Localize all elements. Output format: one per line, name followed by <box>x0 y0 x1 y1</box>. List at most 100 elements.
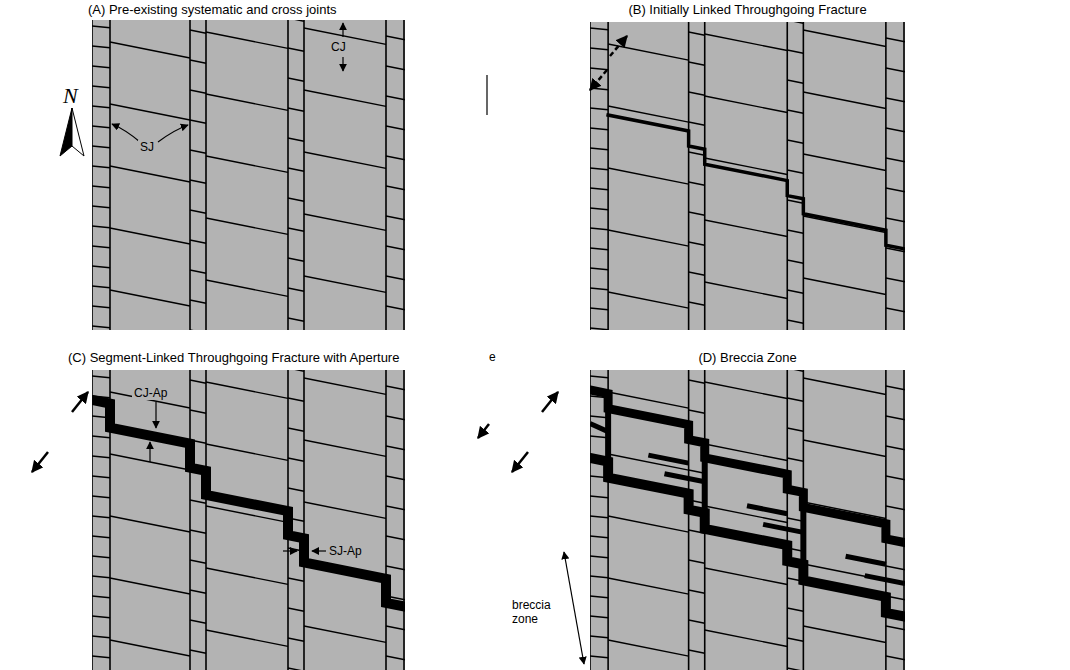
cross-joint <box>787 200 803 203</box>
cross-joint <box>705 96 788 113</box>
systematic-joint <box>189 370 191 670</box>
cross-joint <box>787 668 803 670</box>
cross-joint <box>386 656 405 660</box>
cross-joint <box>288 428 304 431</box>
cross-joint <box>92 106 110 108</box>
joint-panel <box>92 370 405 670</box>
cross-joint <box>92 26 110 28</box>
cross-joint <box>608 454 689 470</box>
systematic-joint <box>205 370 207 670</box>
cross-joint <box>288 78 304 81</box>
cross-joint <box>787 320 803 323</box>
cross-joint <box>92 476 110 478</box>
cross-joint <box>590 128 608 130</box>
aperture-pointer <box>155 402 156 428</box>
cross-joint <box>590 556 608 558</box>
systematic-joint <box>189 20 191 330</box>
cross-joint <box>206 32 288 48</box>
cross-joint <box>110 104 190 120</box>
systematic-joint <box>303 370 305 670</box>
cross-joint <box>689 92 705 95</box>
cross-joint <box>206 94 288 110</box>
cross-joint <box>386 626 405 630</box>
cross-joint <box>206 568 288 584</box>
cross-joint <box>886 158 905 162</box>
systematic-joint <box>607 22 609 330</box>
cross-joint <box>386 536 405 540</box>
cross-joint <box>190 650 206 653</box>
cross-joint <box>787 230 803 233</box>
figure-label: SJ-Ap <box>327 544 364 558</box>
cross-joint <box>886 386 905 390</box>
throughgoing-fracture <box>590 458 905 617</box>
panel-title: (A) Pre-existing systematic and cross jo… <box>88 2 418 18</box>
cross-joint <box>190 300 206 303</box>
cross-joint <box>288 608 304 611</box>
cross-joint <box>190 30 206 33</box>
cross-joint <box>92 306 110 308</box>
panel-title: (D) Breccia Zone <box>585 350 910 366</box>
cross-joint <box>92 146 110 148</box>
cross-joint <box>386 306 405 310</box>
north-arrow <box>72 108 84 156</box>
cross-joint <box>886 128 905 132</box>
cross-joint <box>92 246 110 248</box>
cross-joint <box>886 218 905 222</box>
cross-joint <box>92 576 110 578</box>
cross-joint <box>886 656 905 660</box>
cross-joint <box>92 436 110 438</box>
cross-joint <box>705 220 788 237</box>
figure-label: breccia zone <box>510 598 566 626</box>
cross-joint <box>190 180 206 183</box>
breccia-aperture <box>800 507 806 580</box>
throughgoing-fracture <box>608 115 905 249</box>
cross-joint <box>590 208 608 210</box>
cross-joint <box>886 38 905 42</box>
rock-ground <box>590 370 905 670</box>
cross-joint <box>190 530 206 533</box>
systematic-joint <box>803 370 805 670</box>
cross-joint <box>288 168 304 171</box>
cross-joint <box>787 110 803 113</box>
cross-joint <box>288 578 304 581</box>
throughgoing-fracture <box>590 390 905 543</box>
cj-pointer <box>342 57 343 71</box>
cross-joint <box>705 568 788 585</box>
cross-joint <box>190 270 206 273</box>
cross-joint <box>304 276 386 292</box>
cross-joint <box>288 108 304 111</box>
cross-joint <box>803 626 886 643</box>
joint-panel <box>590 370 905 670</box>
cross-joint <box>288 258 304 261</box>
cross-joint <box>288 398 304 401</box>
cross-joint <box>590 636 608 638</box>
systematic-joint <box>385 20 387 330</box>
breccia-aperture <box>747 506 787 514</box>
figure-label: CJ <box>329 40 348 54</box>
cross-joint <box>304 214 386 230</box>
cross-joint <box>206 382 288 398</box>
cross-joint <box>386 506 405 510</box>
cross-joint <box>590 148 608 150</box>
cross-joint <box>590 596 608 598</box>
cj-pointer <box>342 23 343 37</box>
cross-joint <box>304 152 386 168</box>
rock-ground <box>92 370 405 670</box>
cross-joint <box>787 458 803 461</box>
cross-joint <box>386 186 405 190</box>
cross-joint <box>689 410 705 413</box>
cross-joint <box>92 536 110 538</box>
systematic-joint <box>92 20 93 330</box>
cross-joint <box>288 198 304 201</box>
systematic-joint <box>903 22 905 330</box>
cross-joint <box>288 318 304 321</box>
cross-joint <box>92 516 110 518</box>
extension-arrow <box>610 36 627 56</box>
cross-joint <box>386 446 405 450</box>
cross-joint <box>304 378 386 394</box>
cross-joint <box>803 440 886 457</box>
cross-joint <box>92 226 110 228</box>
breccia-aperture <box>590 424 608 432</box>
joint-panel <box>92 20 405 330</box>
systematic-joint <box>688 370 690 670</box>
